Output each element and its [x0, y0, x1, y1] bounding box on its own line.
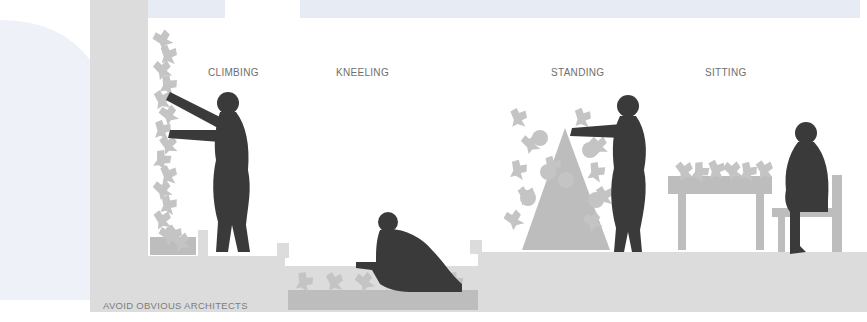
person-silhouettes — [166, 92, 828, 292]
block-piece — [517, 185, 536, 205]
block-piece — [502, 207, 526, 232]
block-piece — [688, 159, 712, 184]
block-piece — [581, 209, 604, 233]
block-piece — [585, 160, 608, 184]
watermark: AVOID OBVIOUS ARCHITECTS — [103, 301, 248, 311]
background-shape — [0, 20, 90, 300]
ornament-ball — [558, 172, 574, 188]
ornament-ball — [588, 192, 604, 208]
block-piece — [755, 159, 773, 179]
pit-tray — [288, 290, 478, 310]
ornament-ball — [582, 142, 598, 158]
block-piece — [353, 269, 376, 293]
block-pieces — [150, 27, 773, 294]
block-piece — [170, 230, 191, 253]
floor-section — [90, 0, 867, 312]
block-piece — [675, 160, 695, 181]
block-piece — [737, 160, 759, 183]
block-piece — [707, 159, 726, 179]
ornament-ball — [520, 190, 536, 206]
ornament-ball — [532, 130, 548, 146]
background-band — [300, 0, 860, 18]
scene-label: CLIMBING — [208, 68, 259, 78]
scene-label: KNEELING — [336, 68, 389, 78]
block-piece — [507, 158, 529, 181]
block-piece — [573, 107, 593, 128]
block-piece — [293, 270, 316, 294]
block-piece — [509, 107, 527, 127]
ornament-ball — [540, 164, 556, 180]
block-piece — [159, 44, 178, 65]
scene-label: STANDING — [551, 68, 604, 78]
block-piece — [159, 165, 177, 185]
block-piece — [326, 272, 343, 291]
scene-label: SITTING — [705, 68, 747, 78]
table — [668, 176, 772, 250]
